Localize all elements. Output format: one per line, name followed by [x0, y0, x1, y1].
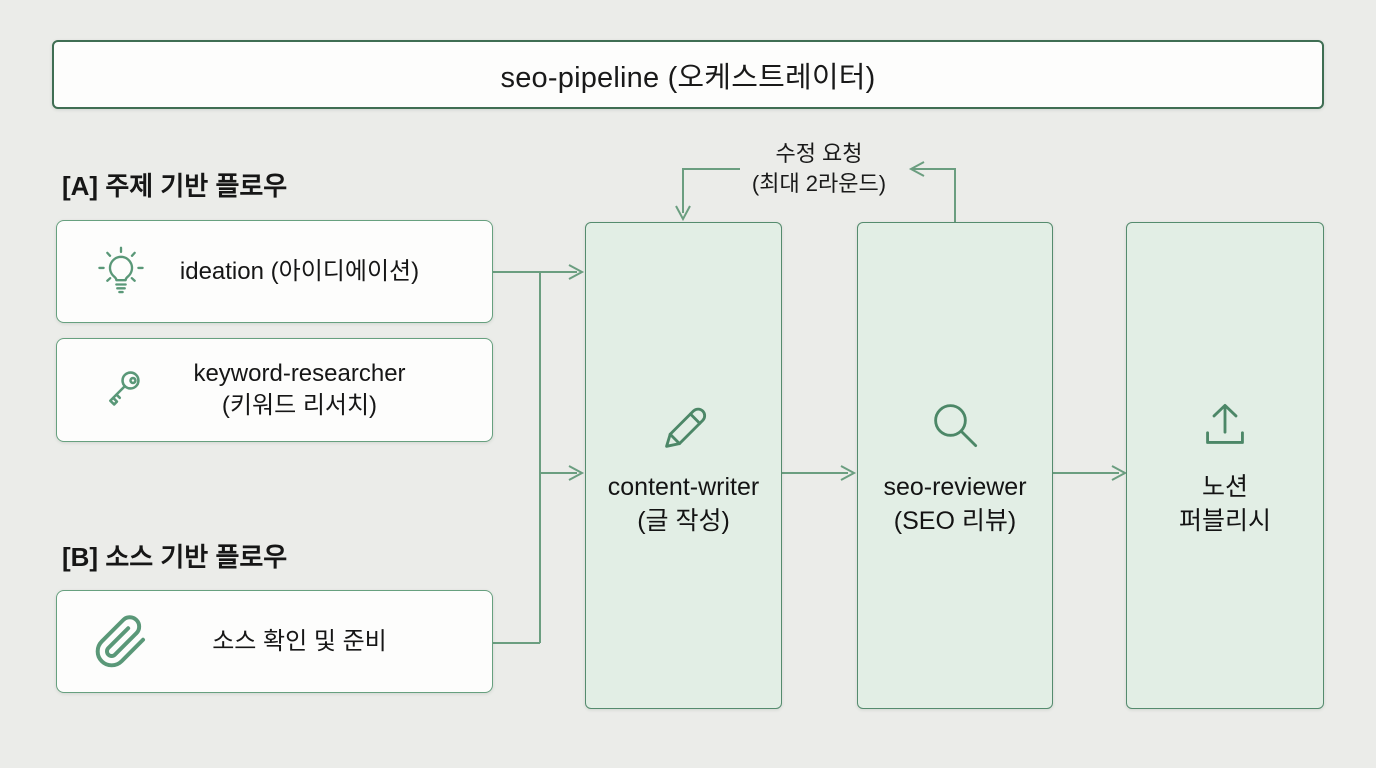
feedback-line2: (최대 2라운드)	[751, 171, 887, 196]
arrowhead-writer-to-reviewer	[840, 465, 857, 481]
node-source-prep: 소스 확인 및 준비	[56, 590, 493, 693]
feedback-line1: 수정 요청	[775, 141, 863, 166]
stage-notion-publish: 노션 퍼블리시	[1126, 222, 1324, 709]
arrowhead-ideation-to-writer	[568, 264, 585, 280]
node-keyword-researcher: keyword-researcher (키워드 리서치)	[56, 338, 493, 442]
node-ideation: ideation (아이디에이션)	[56, 220, 493, 323]
flow-a-heading: [A] 주제 기반 플로우	[62, 171, 288, 201]
pipeline-title-box: seo-pipeline (오케스트레이터)	[52, 40, 1324, 109]
arrowhead-reviewer-to-notion	[1111, 465, 1128, 481]
stage-name: 노션	[1201, 472, 1248, 501]
lightbulb-icon	[93, 244, 149, 300]
key-icon	[93, 362, 149, 418]
paperclip-icon	[93, 614, 149, 670]
stage-content-writer: content-writer (글 작성)	[585, 222, 782, 709]
arrowhead-junction-to-writer	[568, 465, 585, 481]
arrowhead-feedback-down	[675, 205, 691, 222]
node-label-line1: keyword-researcher	[193, 360, 406, 387]
upload-icon	[1194, 394, 1256, 456]
stage-sublabel: (글 작성)	[637, 506, 730, 535]
stage-sublabel: (SEO 리뷰)	[893, 506, 1017, 535]
node-label: keyword-researcher (키워드 리서치)	[149, 358, 492, 422]
pipeline-title: seo-pipeline (오케스트레이터)	[500, 61, 876, 94]
stage-name: content-writer	[607, 472, 760, 501]
node-label: ideation (아이디에이션)	[179, 257, 420, 285]
magnifier-icon	[924, 394, 986, 456]
stage-seo-reviewer: seo-reviewer (SEO 리뷰)	[857, 222, 1053, 709]
node-label: 소스 확인 및 준비	[212, 627, 387, 655]
pencil-icon	[653, 394, 715, 456]
feedback-loop-label: 수정 요청 (최대 2라운드)	[683, 139, 955, 199]
stage-sublabel: 퍼블리시	[1178, 506, 1271, 535]
node-label-line2: (키워드 리서치)	[221, 392, 378, 419]
flow-b-heading: [B] 소스 기반 플로우	[62, 542, 288, 572]
stage-name: seo-reviewer	[883, 472, 1027, 501]
